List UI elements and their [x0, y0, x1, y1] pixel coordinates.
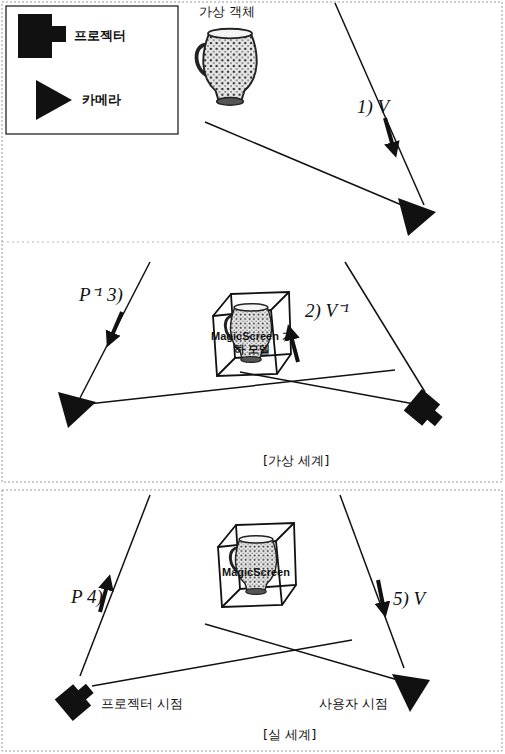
frustum-line	[240, 372, 420, 405]
frustum-line	[205, 624, 398, 680]
step-label: P⁻¹ 3)	[78, 284, 124, 307]
legend-box	[6, 6, 178, 134]
screen-label: MagicScreen	[212, 566, 300, 579]
world-caption: [실 세계]	[262, 727, 317, 743]
real-world-panel	[2, 490, 502, 751]
virtual-world-panel	[2, 2, 502, 482]
projector-symbol	[404, 389, 448, 432]
vase-illustration	[230, 536, 276, 595]
arrow	[385, 118, 394, 150]
frustum-line	[340, 495, 404, 668]
camera-symbol	[392, 674, 430, 712]
projector-symbol	[55, 678, 99, 721]
camera-symbol	[398, 198, 436, 236]
camera-symbol	[36, 80, 72, 120]
frustum-line	[80, 262, 150, 398]
frustum-line	[88, 370, 395, 404]
frustum-line	[205, 122, 404, 206]
frustum-line	[92, 640, 352, 686]
viewpoint-label: 프로젝터 시점	[100, 696, 184, 712]
frustum-line	[335, 3, 424, 205]
arrow	[378, 580, 384, 610]
frustum-line	[345, 262, 425, 392]
step-label: 5) V	[392, 588, 426, 611]
model-label: MagicScreen 기하 모델	[208, 330, 296, 356]
step-label: 2) V⁻¹	[304, 300, 350, 323]
panel-divider	[2, 242, 502, 243]
viewpoint-label: 사용자 시점	[318, 696, 389, 712]
projector-symbol	[18, 14, 66, 58]
step-label: P 4)	[70, 586, 104, 609]
arrow	[110, 312, 122, 340]
legend-text: 프로젝터	[74, 27, 126, 45]
camera-symbol	[58, 392, 96, 428]
vase-illustration	[197, 29, 257, 105]
object-label: 가상 객체	[198, 4, 256, 20]
frustum-line	[80, 495, 150, 676]
world-caption: [가상 세계]	[262, 453, 330, 469]
cube-wireframe	[218, 523, 296, 607]
step-label: 1) V	[356, 96, 390, 119]
legend-text: 카메라	[82, 91, 121, 109]
